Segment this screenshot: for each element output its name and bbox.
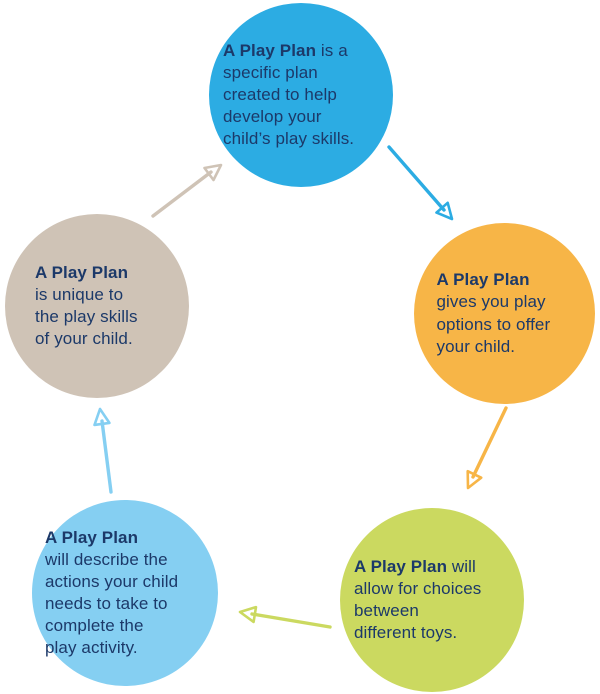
circle-play-plan-choices: A Play Plan will allow for choices betwe… bbox=[340, 508, 524, 692]
circle-options-body: gives you play options to offer your chi… bbox=[436, 292, 551, 356]
circle-definition-body: is a specific plan created to help devel… bbox=[223, 40, 355, 149]
circle-definition-lead: A Play Plan bbox=[223, 40, 317, 60]
circle-actions-lead: A Play Plan bbox=[45, 527, 139, 547]
circle-play-plan-definition: A Play Plan is a specific plan created t… bbox=[209, 3, 393, 187]
arrow-choices-to-actions-icon bbox=[238, 605, 332, 629]
circle-choices-text: A Play Plan will allow for choices betwe… bbox=[354, 556, 510, 644]
circle-choices-lead: A Play Plan bbox=[354, 556, 448, 576]
circle-actions-text: A Play Plan will describe the actions yo… bbox=[45, 527, 205, 660]
circle-play-plan-actions: A Play Plan will describe the actions yo… bbox=[32, 500, 218, 686]
circle-play-plan-unique: A Play Plan is unique to the play skills… bbox=[5, 214, 189, 398]
circle-unique-lead: A Play Plan bbox=[35, 262, 129, 282]
arrow-options-to-choices-icon bbox=[466, 406, 508, 490]
circle-unique-body: is unique to the play skills of your chi… bbox=[35, 284, 138, 349]
circle-options-lead: A Play Plan bbox=[436, 270, 530, 290]
arrow-unique-to-definition-icon bbox=[151, 163, 223, 218]
circle-definition-text: A Play Plan is a specific plan created t… bbox=[223, 40, 379, 150]
arrow-actions-to-unique-icon bbox=[93, 407, 113, 494]
circle-actions-body: will describe the actions your child nee… bbox=[45, 549, 179, 658]
arrow-definition-to-options-icon bbox=[387, 145, 454, 221]
circle-play-plan-options: A Play Plan gives you play options to of… bbox=[414, 223, 595, 404]
circle-options-text: A Play Plan gives you play options to of… bbox=[437, 269, 573, 357]
circle-unique-text: A Play Plan is unique to the play skills… bbox=[35, 262, 159, 350]
circle-choices-body: will allow for choices between different… bbox=[354, 556, 482, 643]
